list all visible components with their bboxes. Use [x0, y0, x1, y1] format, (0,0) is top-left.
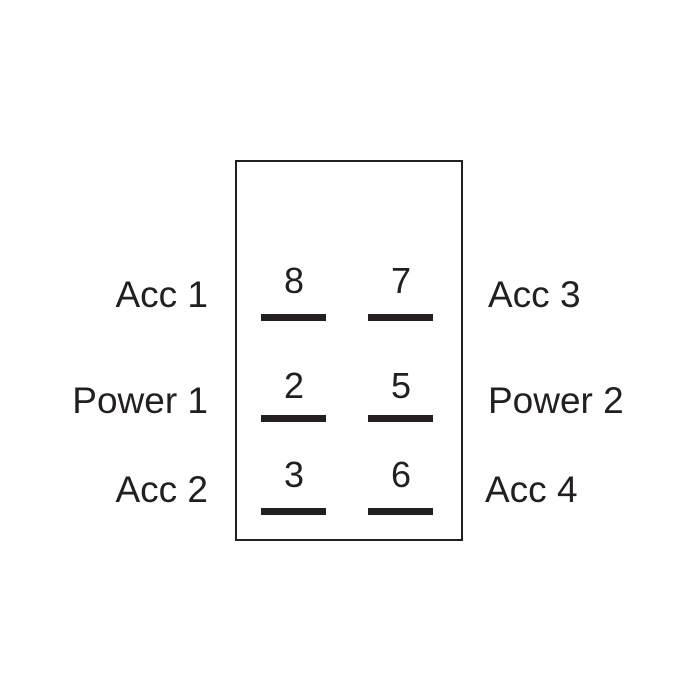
pin-label-acc-3: Acc 3: [488, 274, 581, 315]
pin-terminal-2: [261, 415, 326, 422]
pin-number-8: 8: [283, 260, 305, 301]
pin-label-acc-1: Acc 1: [115, 274, 208, 315]
pin-terminal-3: [261, 508, 326, 515]
pin-number-7: 7: [390, 260, 412, 301]
pin-terminal-6: [368, 508, 433, 515]
pin-label-acc-2: Acc 2: [115, 469, 208, 510]
pin-label-power-1: Power 1: [72, 380, 208, 421]
pin-number-2: 2: [283, 365, 305, 406]
pin-number-6: 6: [390, 454, 412, 495]
pin-number-3: 3: [283, 454, 305, 495]
pin-terminal-7: [368, 314, 433, 321]
pin-label-acc-4: Acc 4: [485, 469, 578, 510]
pin-number-5: 5: [390, 365, 412, 406]
pin-label-power-2: Power 2: [488, 380, 624, 421]
pin-terminal-5: [368, 415, 433, 422]
pin-terminal-8: [261, 314, 326, 321]
switch-body-outline: [235, 160, 463, 541]
